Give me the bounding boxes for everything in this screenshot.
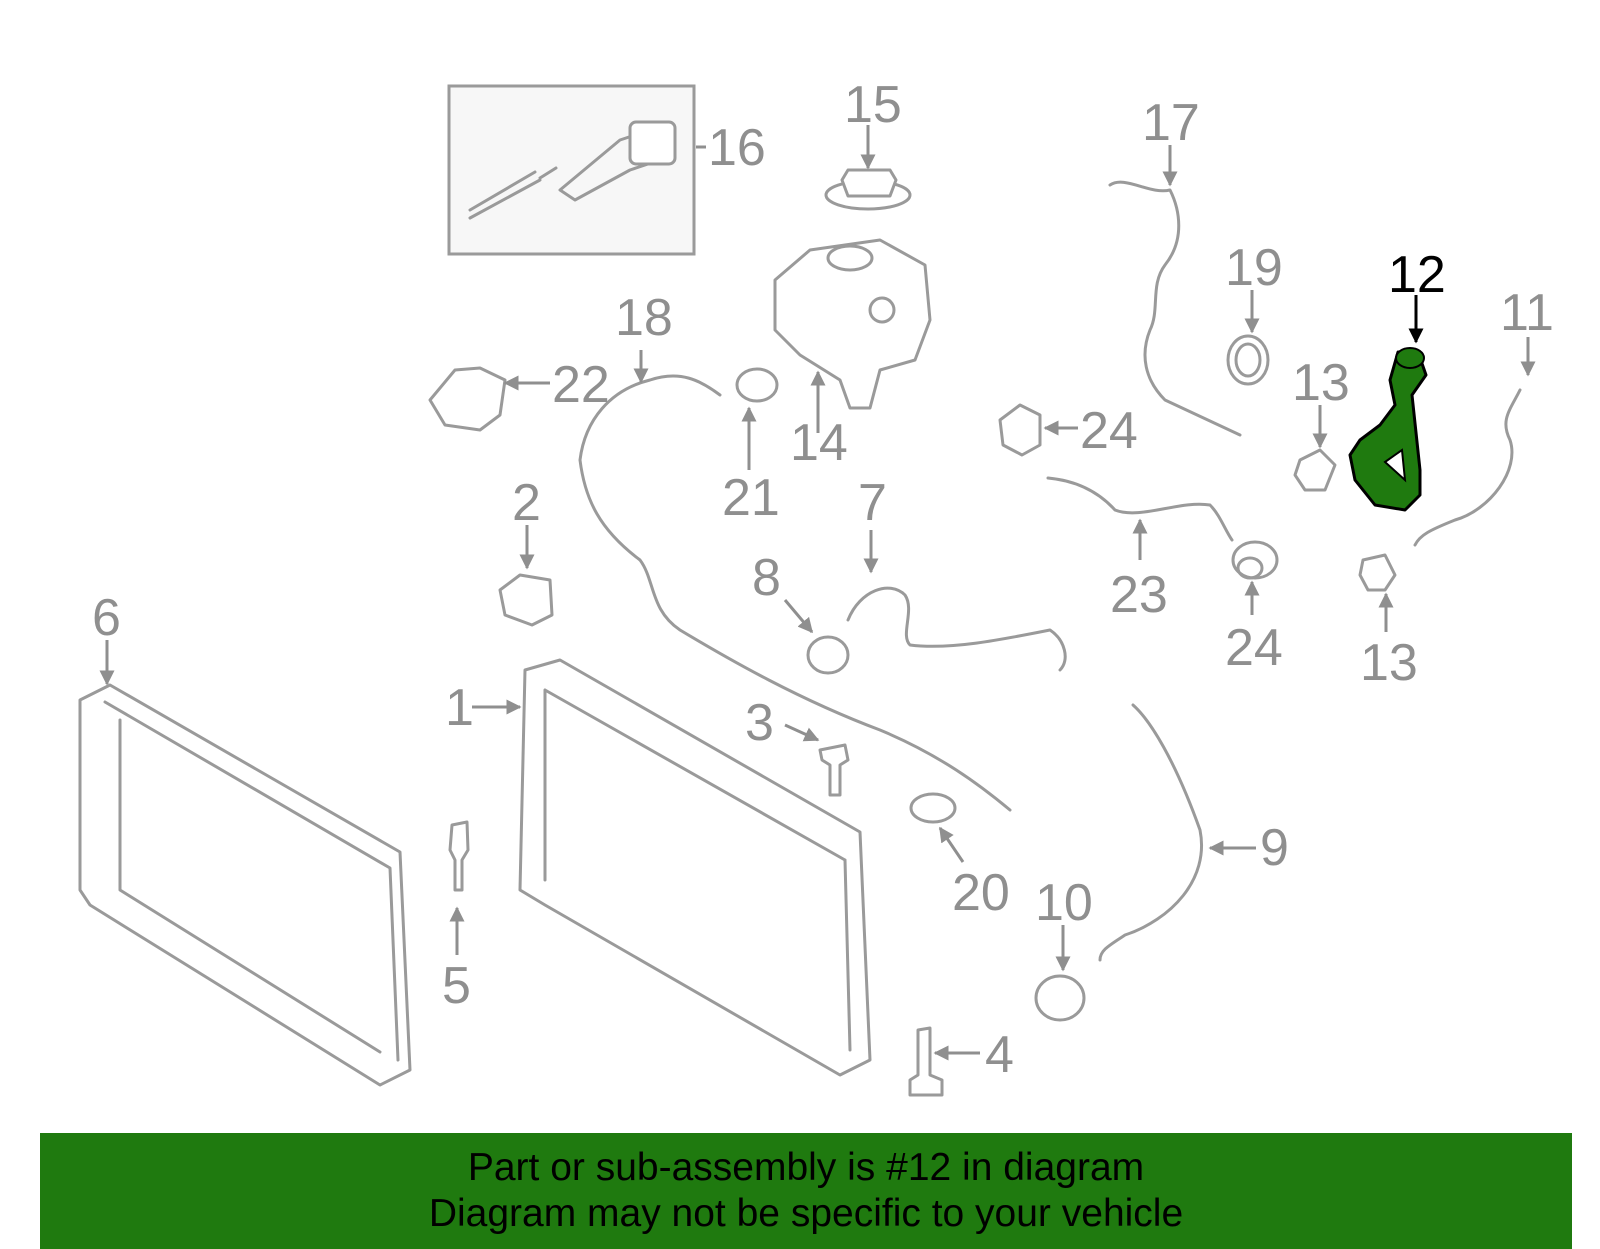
part-11-hose xyxy=(1413,388,1522,547)
callout-17: 17 xyxy=(1142,94,1200,152)
part-6-condenser xyxy=(78,683,412,1087)
part-16-sensor xyxy=(447,84,696,256)
callout-11: 11 xyxy=(1500,284,1554,342)
callout-4: 4 xyxy=(985,1026,1014,1084)
part-14-expansion-tank xyxy=(773,238,932,410)
callout-2: 2 xyxy=(512,474,541,532)
part-5-drain-plug xyxy=(448,820,470,892)
part-24-fitting-upper xyxy=(998,403,1042,457)
banner-line-disclaimer: Diagram may not be specific to your vehi… xyxy=(428,1192,1184,1235)
callout-21: 21 xyxy=(722,469,780,527)
part-17-hose xyxy=(1108,180,1242,437)
part-12-hose-highlighted xyxy=(1348,347,1428,512)
part-2-mount xyxy=(498,573,554,627)
part-21-clamp xyxy=(735,367,779,403)
callout-16: 16 xyxy=(708,119,766,177)
part-18-hose xyxy=(578,374,1012,812)
part-23-hose xyxy=(1046,476,1234,542)
banner-line-part: Part or sub-assembly is #12 in diagram xyxy=(467,1146,1145,1189)
part-15-cap xyxy=(824,168,912,211)
leader-lines xyxy=(99,125,1536,1061)
callout-12: 12 xyxy=(1388,246,1446,304)
callout-1: 1 xyxy=(445,679,474,737)
info-banner: Part or sub-assembly is #12 in diagram D… xyxy=(40,1133,1572,1249)
callout-5: 5 xyxy=(442,957,471,1015)
part-24-housing-lower xyxy=(1231,540,1279,580)
callout-22: 22 xyxy=(552,356,610,414)
callout-20: 20 xyxy=(952,864,1010,922)
callout-14: 14 xyxy=(790,414,848,472)
part-8-clamp xyxy=(806,635,850,675)
part-20-clamp xyxy=(909,792,957,824)
part-10-clamp xyxy=(1034,974,1086,1022)
part-22-bracket xyxy=(428,366,507,432)
callout-24-upper: 24 xyxy=(1080,402,1138,460)
callout-13-lower: 13 xyxy=(1360,634,1418,692)
part-13-clip-upper xyxy=(1293,448,1337,492)
callout-19: 19 xyxy=(1225,239,1283,297)
callout-6: 6 xyxy=(92,589,121,647)
part-3-bolt xyxy=(818,743,850,797)
part-4-bolt xyxy=(908,1026,944,1097)
callout-3: 3 xyxy=(745,694,774,752)
callout-10: 10 xyxy=(1035,874,1093,932)
part-1-radiator xyxy=(518,658,872,1077)
part-7-hose xyxy=(846,586,1067,672)
callout-8: 8 xyxy=(752,549,781,607)
callout-18: 18 xyxy=(615,289,673,347)
callout-15: 15 xyxy=(844,76,902,134)
part-9-hose xyxy=(1098,703,1203,962)
callout-23: 23 xyxy=(1110,566,1168,624)
part-13-clip-lower xyxy=(1358,553,1397,592)
callout-7: 7 xyxy=(858,474,887,532)
callout-9: 9 xyxy=(1260,819,1289,877)
part-19-clamp xyxy=(1226,334,1270,386)
callout-24-lower: 24 xyxy=(1225,619,1283,677)
callout-13-upper: 13 xyxy=(1292,354,1350,412)
